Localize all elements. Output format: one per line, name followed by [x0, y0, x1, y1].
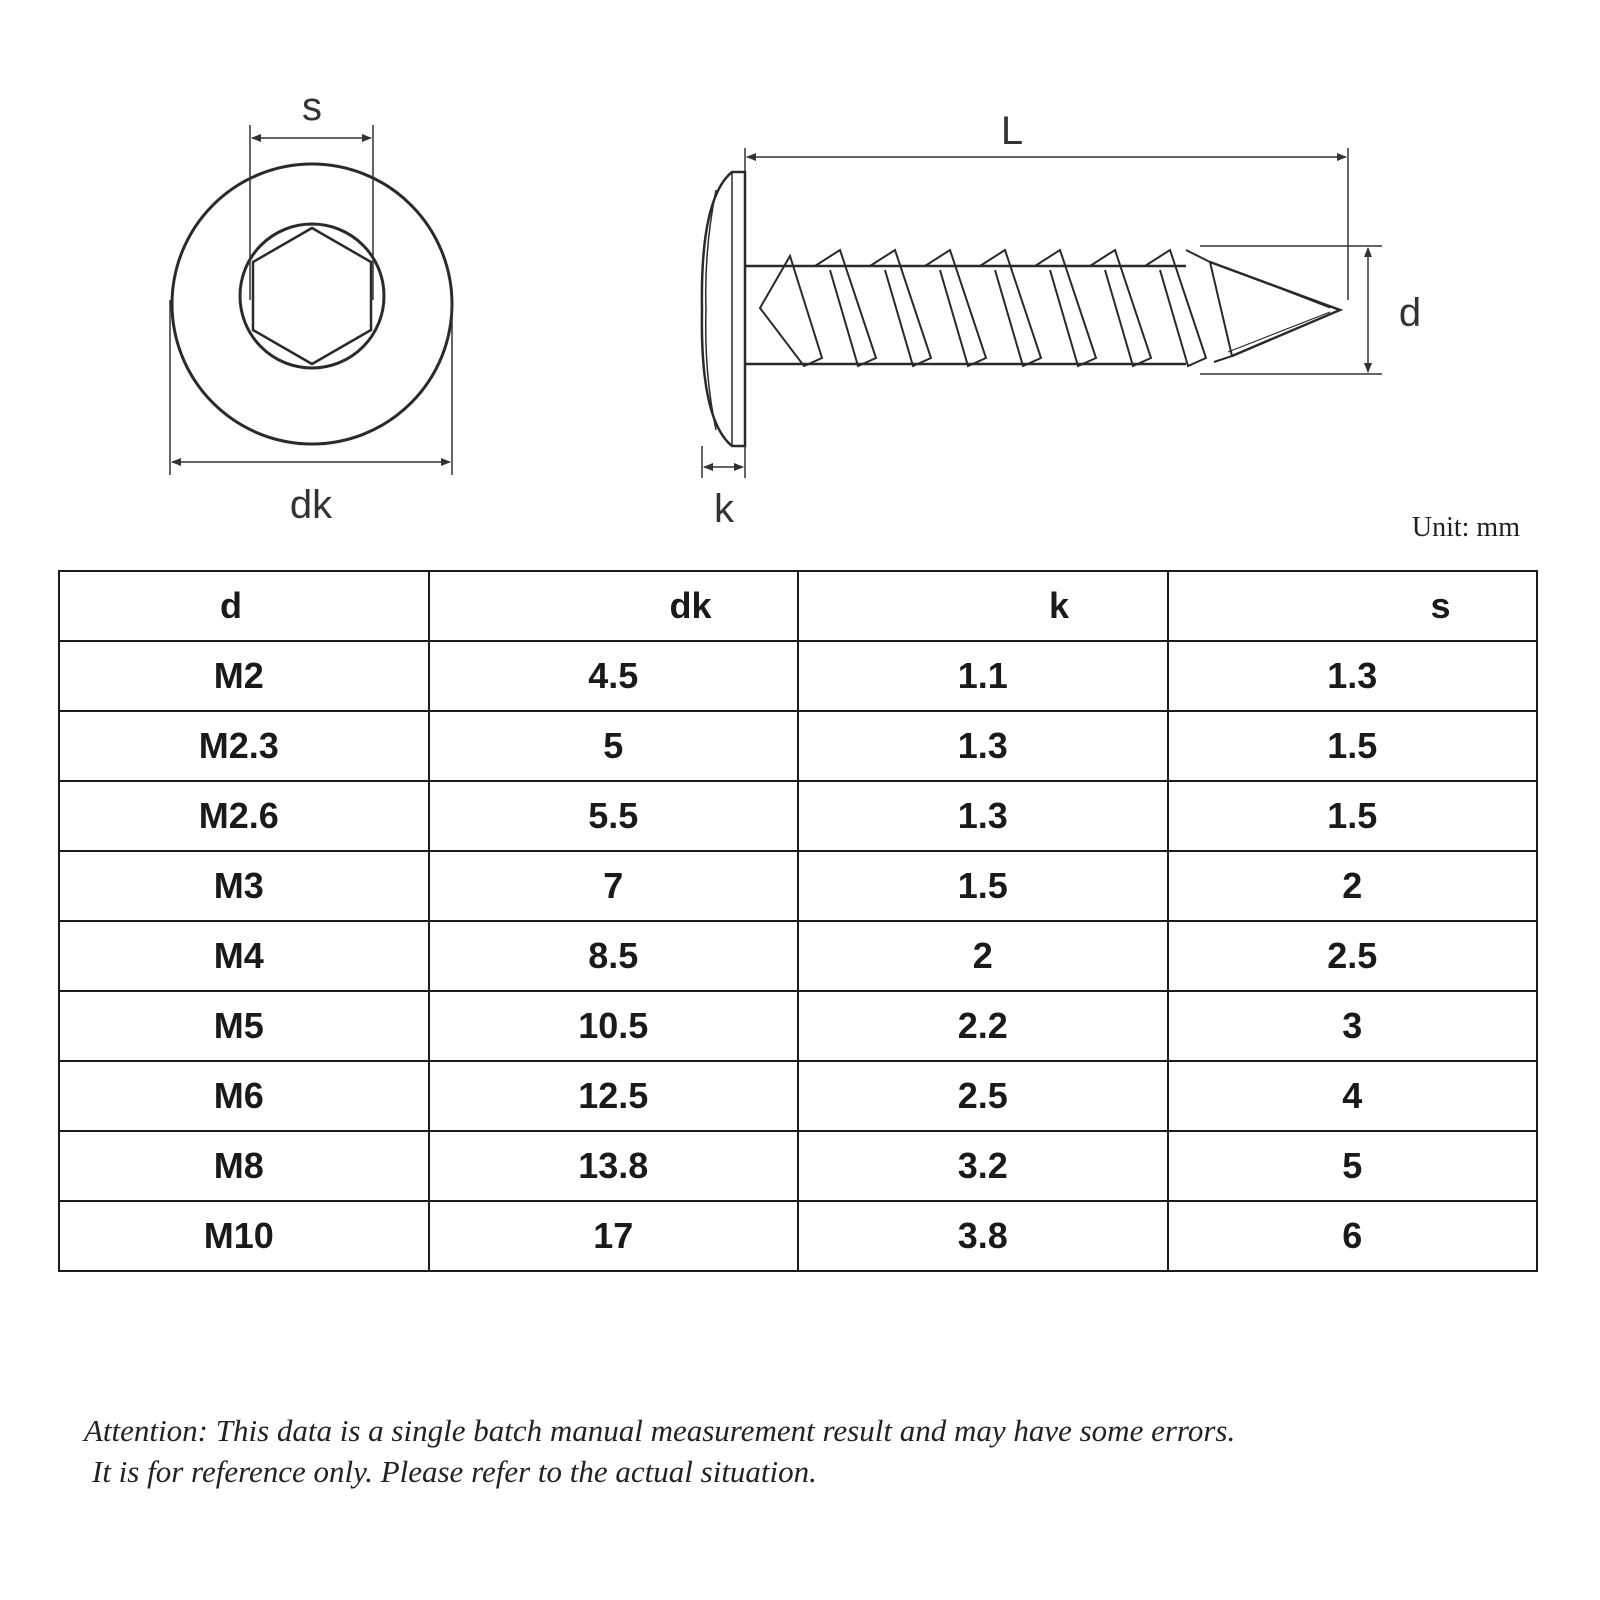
table-row: M5 10.5 2.2 3 — [58, 990, 1538, 1062]
cell-s: 3 — [1166, 990, 1538, 1062]
cell-s: 1.3 — [1166, 640, 1538, 712]
table-row: M4 8.5 2 2.5 — [58, 920, 1538, 992]
cell-dk: 4.5 — [427, 640, 799, 712]
cell-dk: 13.8 — [427, 1130, 799, 1202]
table-row: M3 7 1.5 2 — [58, 850, 1538, 922]
cell-d: M10 — [58, 1200, 430, 1272]
dimension-d — [1200, 245, 1382, 375]
cell-k: 2 — [797, 920, 1169, 992]
cell-k: 1.3 — [797, 710, 1169, 782]
cell-dk: 5 — [427, 710, 799, 782]
cell-s: 6 — [1166, 1200, 1538, 1272]
table-header-row: d dk k s — [58, 570, 1538, 642]
cell-s: 5 — [1166, 1130, 1538, 1202]
header-k: k — [797, 570, 1169, 642]
attention-note: Attention: This data is a single batch m… — [84, 1410, 1544, 1492]
screw-head — [700, 170, 747, 448]
unit-label: Unit: mm — [1411, 512, 1520, 543]
cell-k: 3.2 — [797, 1130, 1169, 1202]
cell-d: M6 — [58, 1060, 430, 1132]
cell-d: M5 — [58, 990, 430, 1062]
attention-note-line: Attention: This data is a single batch m… — [84, 1413, 1236, 1448]
label-dk: dk — [290, 483, 333, 527]
head-top-view — [170, 162, 454, 446]
attention-note-line: It is for reference only. Please refer t… — [92, 1454, 817, 1489]
cell-dk: 7 — [427, 850, 799, 922]
cell-dk: 17 — [427, 1200, 799, 1272]
cell-s: 4 — [1166, 1060, 1538, 1132]
dimension-s — [249, 125, 374, 300]
head-outer-circle — [170, 162, 454, 446]
table-row: M10 17 3.8 6 — [58, 1200, 1538, 1272]
cell-d: M4 — [58, 920, 430, 992]
screw-shank — [745, 264, 1186, 366]
dimension-k — [701, 446, 746, 478]
cell-k: 1.5 — [797, 850, 1169, 922]
socket-circle — [238, 222, 386, 370]
cell-dk: 5.5 — [427, 780, 799, 852]
table-row: M6 12.5 2.5 4 — [58, 1060, 1538, 1132]
cell-d: M2.3 — [58, 710, 430, 782]
table-row: M2.6 5.5 1.3 1.5 — [58, 780, 1538, 852]
header-dk: dk — [427, 570, 799, 642]
table-row: M2 4.5 1.1 1.3 — [58, 640, 1538, 712]
cell-d: M3 — [58, 850, 430, 922]
cell-k: 2.5 — [797, 1060, 1169, 1132]
dimension-L — [744, 148, 1349, 300]
header-s: s — [1166, 570, 1538, 642]
label-s: s — [302, 85, 322, 129]
cell-s: 1.5 — [1166, 710, 1538, 782]
label-d: d — [1399, 291, 1421, 335]
cell-d: M8 — [58, 1130, 430, 1202]
screw-threads — [758, 248, 1234, 368]
cell-k: 3.8 — [797, 1200, 1169, 1272]
cell-dk: 10.5 — [427, 990, 799, 1062]
table-row: M8 13.8 3.2 5 — [58, 1130, 1538, 1202]
cell-k: 1.3 — [797, 780, 1169, 852]
cell-s: 1.5 — [1166, 780, 1538, 852]
cell-s: 2.5 — [1166, 920, 1538, 992]
dimension-dk — [169, 300, 453, 475]
cell-s: 2 — [1166, 850, 1538, 922]
screw-side-view — [700, 170, 1344, 448]
screw-drawing: s dk L — [169, 85, 1421, 531]
cell-dk: 8.5 — [427, 920, 799, 992]
cell-d: M2 — [58, 640, 430, 712]
cell-d: M2.6 — [58, 780, 430, 852]
label-k: k — [714, 487, 735, 531]
spec-table: d dk k s M2 4.5 1.1 1.3 M2.3 5 1.3 1.5 M… — [58, 570, 1538, 1272]
cell-k: 2.2 — [797, 990, 1169, 1062]
hex-socket-icon — [251, 226, 373, 366]
label-L: L — [1001, 109, 1023, 153]
header-d: d — [58, 570, 430, 642]
cell-dk: 12.5 — [427, 1060, 799, 1132]
table-row: M2.3 5 1.3 1.5 — [58, 710, 1538, 782]
cell-k: 1.1 — [797, 640, 1169, 712]
